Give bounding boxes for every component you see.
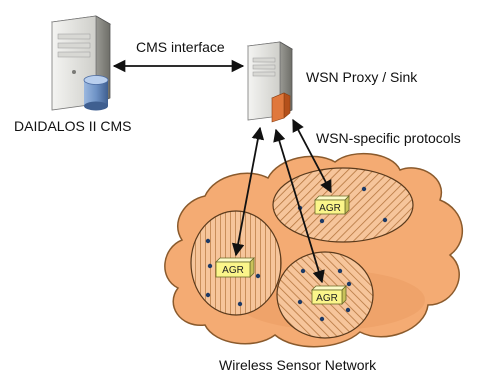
wireless-sensor-network-label: Wireless Sensor Network	[219, 357, 377, 373]
sink-module-icon	[271, 92, 291, 123]
sensor-node	[346, 281, 352, 287]
agr-box-left: AGR	[215, 257, 255, 278]
agr-label: AGR	[319, 203, 341, 214]
sensor-node	[319, 316, 325, 322]
sensor-node	[237, 301, 243, 307]
agr-label: AGR	[222, 265, 244, 276]
sensor-node	[361, 186, 367, 192]
sensor-node	[255, 273, 261, 279]
sink-to-top-agr-arrow	[292, 118, 332, 194]
sensor-node	[205, 292, 211, 298]
sink-to-left-agr-arrow	[231, 126, 265, 257]
agr-label: AGR	[316, 293, 338, 304]
wsn-protocols-label: WSN-specific protocols	[316, 130, 461, 146]
sensor-node	[205, 238, 211, 244]
sensor-node	[337, 268, 343, 274]
sensor-node	[297, 299, 303, 305]
database-icon	[83, 75, 109, 111]
sensor-node	[207, 263, 213, 269]
connection-arrows	[112, 59, 332, 284]
sensor-node	[300, 268, 306, 274]
sensor-node	[382, 217, 388, 223]
agr-box-top: AGR	[314, 195, 350, 215]
sink-to-bottom-agr-arrow	[273, 128, 325, 284]
cms-interface-label: CMS interface	[136, 39, 225, 55]
sensor-node	[345, 307, 351, 313]
wsn-proxy-sink-label: WSN Proxy / Sink	[306, 69, 418, 85]
agr-box-bottom-right: AGR	[311, 285, 347, 305]
sensor-node	[319, 218, 325, 224]
daidalos-cms-label: DAIDALOS II CMS	[14, 118, 131, 134]
